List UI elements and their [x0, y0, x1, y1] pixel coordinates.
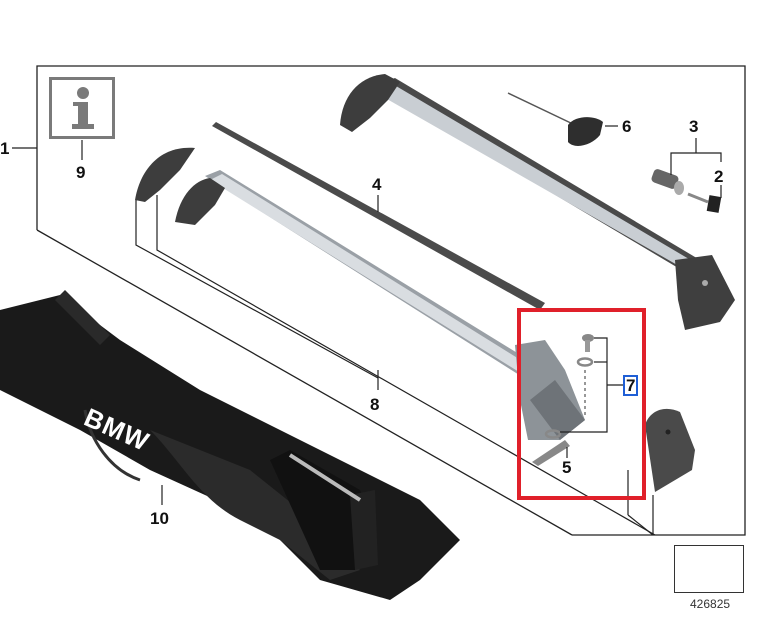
rear-crossbar[interactable] — [340, 74, 735, 330]
front-crossbar[interactable] — [175, 170, 585, 440]
reference-number: 426825 — [690, 597, 731, 611]
callout-6[interactable]: 6 — [622, 117, 632, 136]
info-icon[interactable] — [49, 77, 115, 139]
end-cap-right[interactable] — [645, 408, 695, 492]
storage-bag[interactable] — [0, 290, 460, 600]
end-cap-left[interactable] — [135, 147, 195, 202]
rubber-strip[interactable] — [212, 122, 545, 310]
screw-washer-set[interactable] — [532, 334, 624, 466]
callout-1[interactable]: 1 — [0, 139, 10, 158]
torque-wrench[interactable] — [507, 92, 618, 146]
callout-8[interactable]: 8 — [370, 395, 380, 414]
lock-set[interactable] — [650, 138, 722, 213]
callout-9[interactable]: 9 — [76, 163, 86, 182]
callout-10[interactable]: 10 — [150, 509, 169, 528]
callout-5[interactable]: 5 — [562, 458, 572, 477]
callout-4[interactable]: 4 — [372, 175, 382, 194]
highlight-box — [517, 308, 646, 500]
callout-2[interactable]: 2 — [714, 167, 724, 186]
callout-7-selected[interactable]: 7 — [622, 375, 639, 396]
reference-box — [674, 545, 744, 593]
callout-3[interactable]: 3 — [689, 117, 699, 136]
